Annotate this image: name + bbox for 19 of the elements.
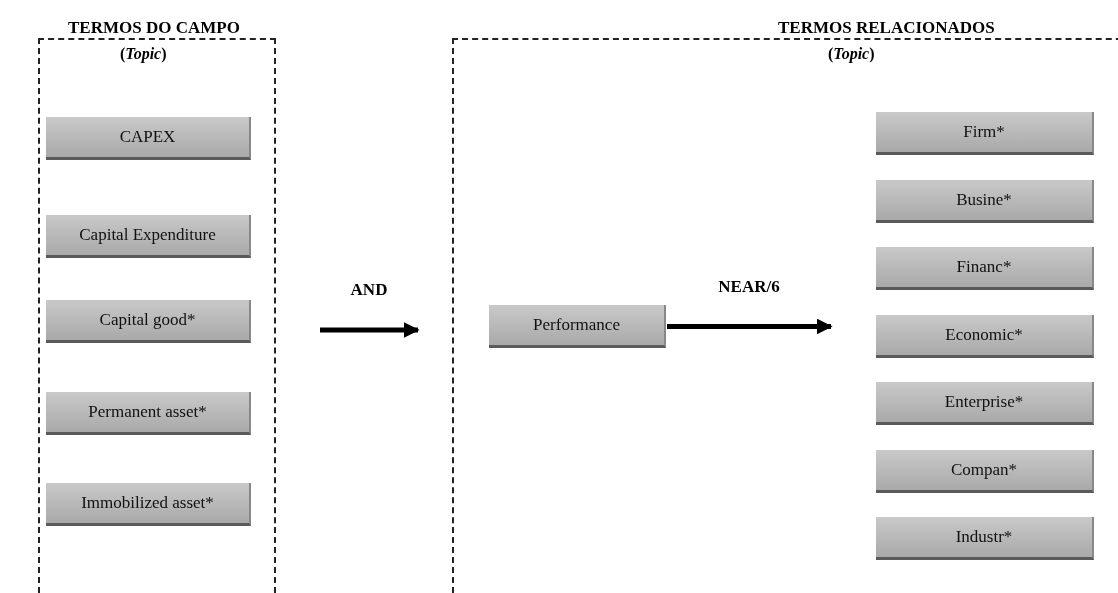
term-box: Capital Expenditure bbox=[46, 215, 251, 258]
term-box: Economic* bbox=[876, 315, 1094, 358]
term-box: Enterprise* bbox=[876, 382, 1094, 425]
term-box: Firm* bbox=[876, 112, 1094, 155]
group-heading: TERMOS DO CAMPO bbox=[68, 18, 240, 38]
term-box: Permanent asset* bbox=[46, 392, 251, 435]
group-subtitle: (Topic) bbox=[120, 45, 167, 63]
group-heading: TERMOS RELACIONADOS bbox=[778, 18, 995, 38]
term-box: Immobilized asset* bbox=[46, 483, 251, 526]
term-box: Industr* bbox=[876, 517, 1094, 560]
term-box: CAPEX bbox=[46, 117, 251, 160]
term-box: Compan* bbox=[876, 450, 1094, 493]
group-subtitle: (Topic) bbox=[828, 45, 875, 63]
term-box: Capital good* bbox=[46, 300, 251, 343]
arrow bbox=[667, 318, 833, 335]
term-box: Performance bbox=[489, 305, 666, 348]
term-box: Busine* bbox=[876, 180, 1094, 223]
term-box: Financ* bbox=[876, 247, 1094, 290]
arrow bbox=[320, 322, 420, 338]
